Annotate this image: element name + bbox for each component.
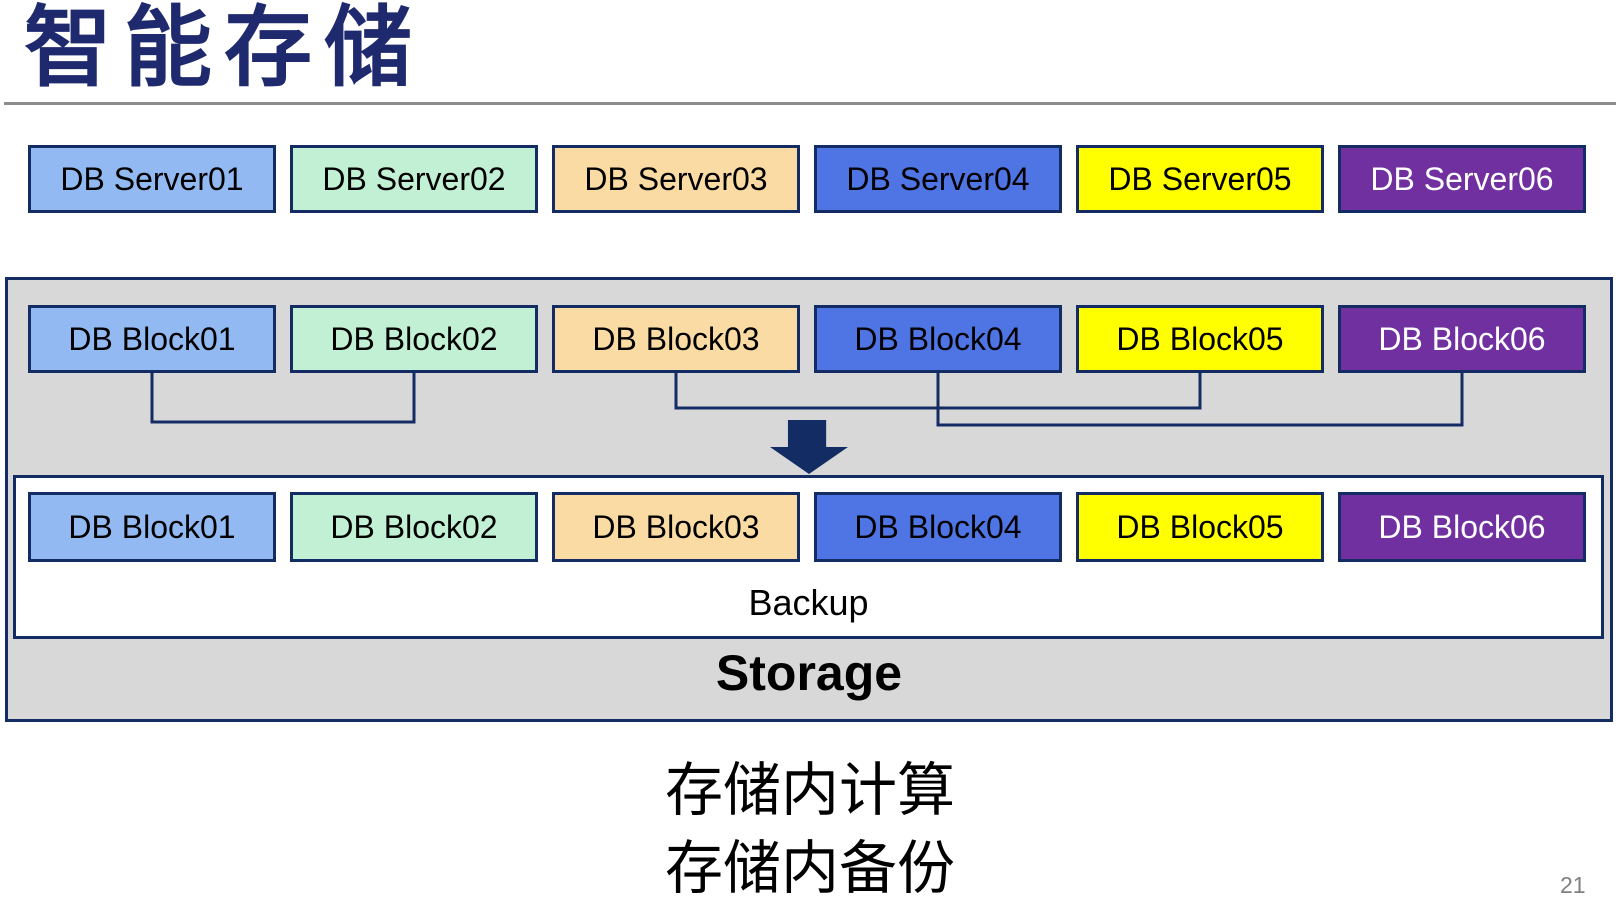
db-server-box: DB Server05 xyxy=(1076,145,1324,213)
db-block-box: DB Block03 xyxy=(552,305,800,373)
db-block-label: DB Block02 xyxy=(330,508,498,545)
db-block-box: DB Block05 xyxy=(1076,492,1324,562)
db-server-label: DB Server05 xyxy=(1108,160,1292,197)
db-block-box: DB Block04 xyxy=(814,492,1062,562)
caption-line-2: 存储内备份 xyxy=(664,835,955,901)
db-block-box: DB Block05 xyxy=(1076,305,1324,373)
caption-line-1: 存储内计算 xyxy=(664,758,955,823)
db-block-label: DB Block03 xyxy=(592,508,760,545)
db-server-row: DB Server01 DB Server02 DB Server03 DB S… xyxy=(28,145,1586,213)
db-block-label: DB Block06 xyxy=(1378,320,1546,357)
db-block-label: DB Block01 xyxy=(68,320,236,357)
db-block-label: DB Block02 xyxy=(330,320,498,357)
block-pair-connector-lines xyxy=(150,373,1464,427)
db-server-label: DB Server02 xyxy=(322,160,506,197)
backup-label: Backup xyxy=(748,582,869,623)
db-block-label: DB Block05 xyxy=(1116,508,1284,545)
storage-panel: DB Block01 DB Block02 DB Block03 DB Bloc… xyxy=(5,277,1613,722)
db-block-box: DB Block01 xyxy=(28,492,276,562)
db-block-label: DB Block03 xyxy=(592,320,760,357)
db-block-box: DB Block01 xyxy=(28,305,276,373)
db-server-label: DB Server01 xyxy=(60,160,244,197)
db-block-box: DB Block06 xyxy=(1338,305,1586,373)
db-block-label: DB Block04 xyxy=(854,508,1022,545)
caption: 存储内计算 存储内备份 xyxy=(0,752,1620,907)
db-block-box: DB Block04 xyxy=(814,305,1062,373)
page-title: 智能存储 xyxy=(24,0,425,97)
db-server-box: DB Server04 xyxy=(814,145,1062,213)
block-row-backup: DB Block01 DB Block02 DB Block03 DB Bloc… xyxy=(28,492,1586,562)
db-server-box: DB Server06 xyxy=(1338,145,1586,213)
db-server-label: DB Server04 xyxy=(846,160,1030,197)
storage-label: Storage xyxy=(715,645,903,701)
db-block-label: DB Block01 xyxy=(68,508,236,545)
db-block-label: DB Block05 xyxy=(1116,320,1284,357)
db-block-box: DB Block06 xyxy=(1338,492,1586,562)
db-server-label: DB Server03 xyxy=(584,160,768,197)
db-server-box: DB Server03 xyxy=(552,145,800,213)
db-block-box: DB Block02 xyxy=(290,305,538,373)
db-block-label: DB Block06 xyxy=(1378,508,1546,545)
db-server-box: DB Server01 xyxy=(28,145,276,213)
db-server-label: DB Server06 xyxy=(1370,160,1554,197)
db-block-box: DB Block02 xyxy=(290,492,538,562)
title-divider xyxy=(4,102,1616,105)
db-block-label: DB Block04 xyxy=(854,320,1022,357)
block-row-source: DB Block01 DB Block02 DB Block03 DB Bloc… xyxy=(28,305,1586,373)
db-server-box: DB Server02 xyxy=(290,145,538,213)
backup-panel: DB Block01 DB Block02 DB Block03 DB Bloc… xyxy=(13,475,1604,639)
page-number: 21 xyxy=(1560,872,1586,898)
db-block-box: DB Block03 xyxy=(552,492,800,562)
